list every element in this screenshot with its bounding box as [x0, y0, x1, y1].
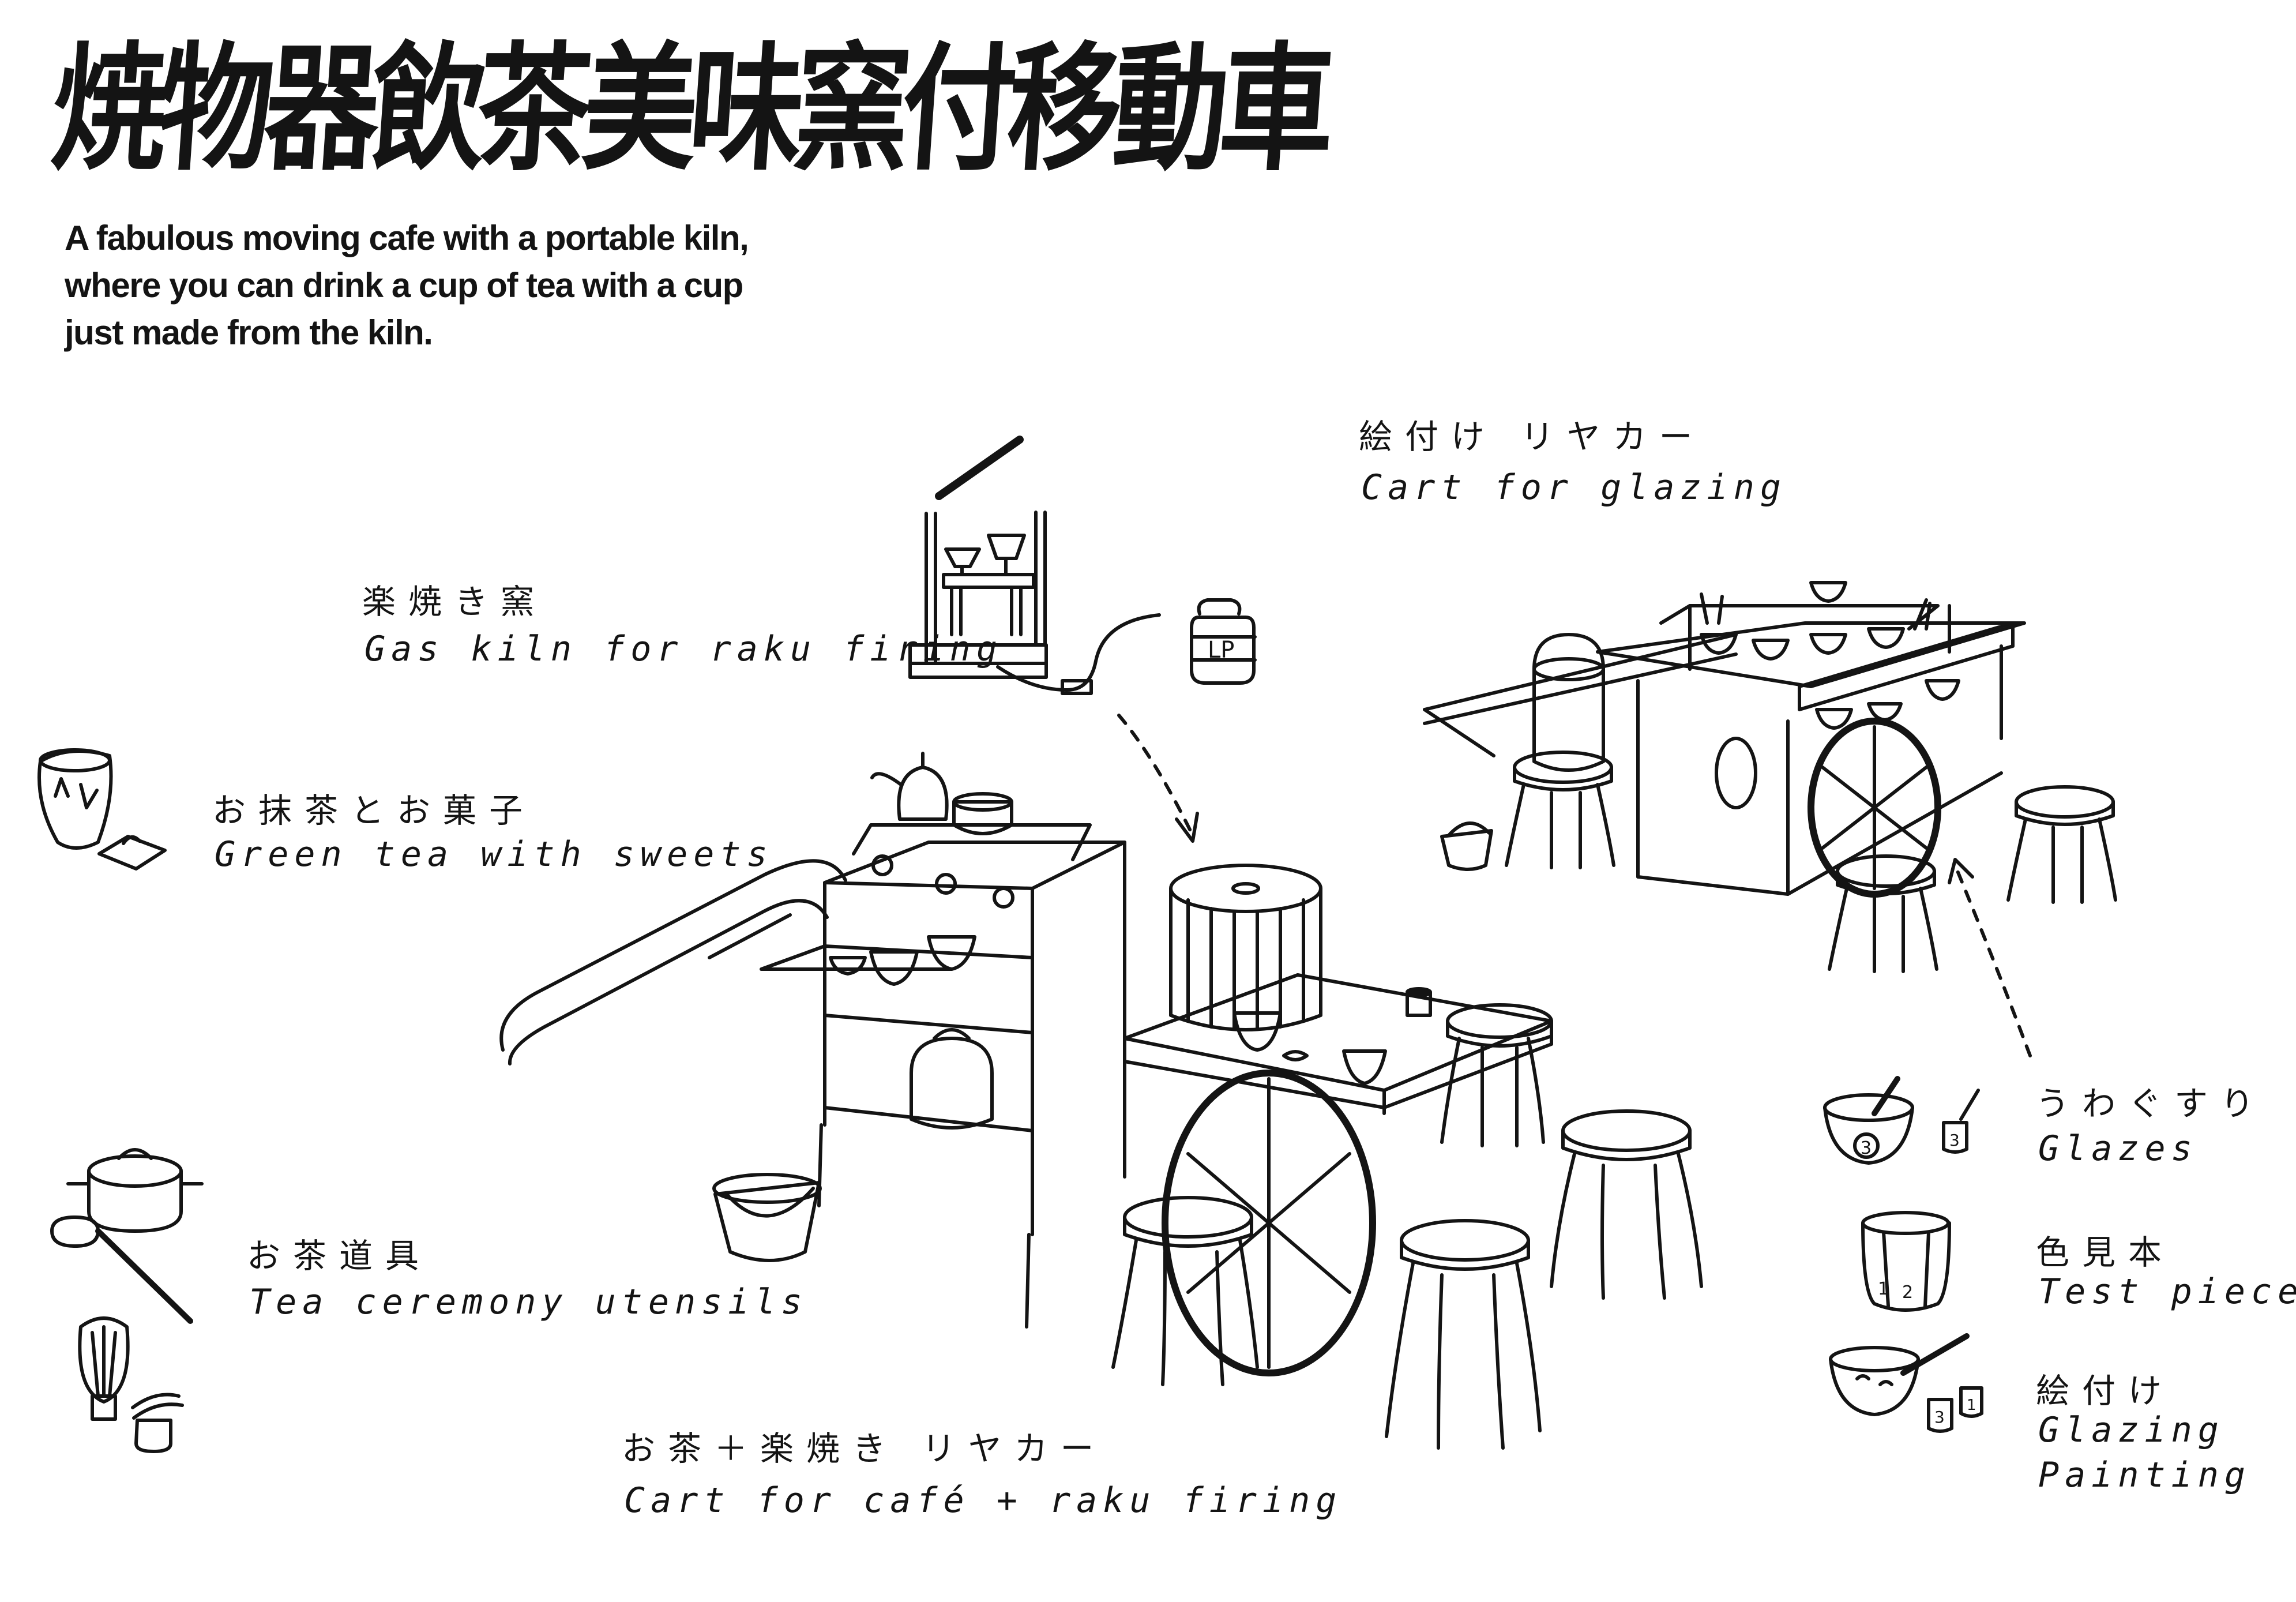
- glazing-cart-illustration: [1423, 581, 2026, 898]
- painting-number: 1: [1967, 1397, 1976, 1414]
- test-pieces-illustration: 1 2: [1861, 1211, 1951, 1312]
- glaze-number: 3: [1949, 1131, 1960, 1150]
- stool: [1385, 1219, 1542, 1450]
- subtitle-line: just made from the kiln.: [65, 313, 433, 352]
- cafe-raku-cart-illustration: [499, 752, 1553, 1376]
- glazes-label-en: Glazes: [2038, 1128, 2198, 1169]
- gas-kiln-label-jp: 楽焼き窯: [362, 582, 547, 621]
- test-pieces-label-jp: 色見本: [2036, 1233, 2175, 1272]
- stool: [1111, 1196, 1259, 1386]
- glazing-cart-label-en: Cart for glazing: [1361, 467, 1787, 508]
- page-title-japanese: 焼物器飲茶美味窯付移動車: [47, 28, 1332, 190]
- test-pieces-label-en: Test pieces: [2038, 1271, 2296, 1312]
- glazing-painting-label-en: Painting: [2038, 1455, 2251, 1495]
- cafe-cart-label-jp: お茶＋楽焼き リヤカー: [622, 1429, 1107, 1468]
- glazing-painting-illustration: 3 1: [1829, 1333, 1983, 1433]
- utensils-label-en: Tea ceremony utensils: [249, 1282, 808, 1322]
- glazing-painting-label-jp: 絵付け: [2036, 1371, 2175, 1410]
- test-piece-number: 2: [1902, 1282, 1913, 1303]
- stool: [1505, 751, 1615, 869]
- gas-kiln-label-en: Gas kiln for raku firing: [364, 629, 1003, 669]
- cafe-cart-label-en: Cart for café + raku firing: [624, 1480, 1343, 1521]
- stool: [1440, 1003, 1553, 1147]
- green-tea-label-jp: お抹茶とお菓子: [212, 791, 536, 830]
- subtitle-line: A fabulous moving cafe with a portable k…: [65, 219, 749, 257]
- test-piece-number: 1: [1878, 1279, 1889, 1299]
- glazing-painting-label-en: Glazing: [2038, 1410, 2224, 1450]
- glazing-cart-label-jp: 絵付け リヤカー: [1359, 417, 1705, 456]
- glazes-illustration: 3 3: [1823, 1076, 1980, 1165]
- stool: [1550, 1109, 1703, 1300]
- stool: [2006, 785, 2117, 904]
- painting-number: 3: [1934, 1408, 1945, 1427]
- page-subtitle: A fabulous moving cafe with a portable k…: [65, 215, 749, 357]
- gas-tank-label: LP: [1208, 637, 1234, 663]
- gas-kiln-illustration: LP: [908, 436, 1257, 843]
- glazes-label-jp: うわぐすり: [2036, 1084, 2267, 1123]
- stool: [1828, 854, 1938, 973]
- green-tea-sweets-illustration: [37, 748, 167, 871]
- glaze-number: 3: [1861, 1138, 1872, 1158]
- tea-utensils-illustration: [50, 1148, 204, 1453]
- utensils-label-jp: お茶道具: [247, 1236, 432, 1275]
- green-tea-label-en: Green tea with sweets: [215, 834, 773, 875]
- subtitle-line: where you can drink a cup of tea with a …: [65, 266, 743, 305]
